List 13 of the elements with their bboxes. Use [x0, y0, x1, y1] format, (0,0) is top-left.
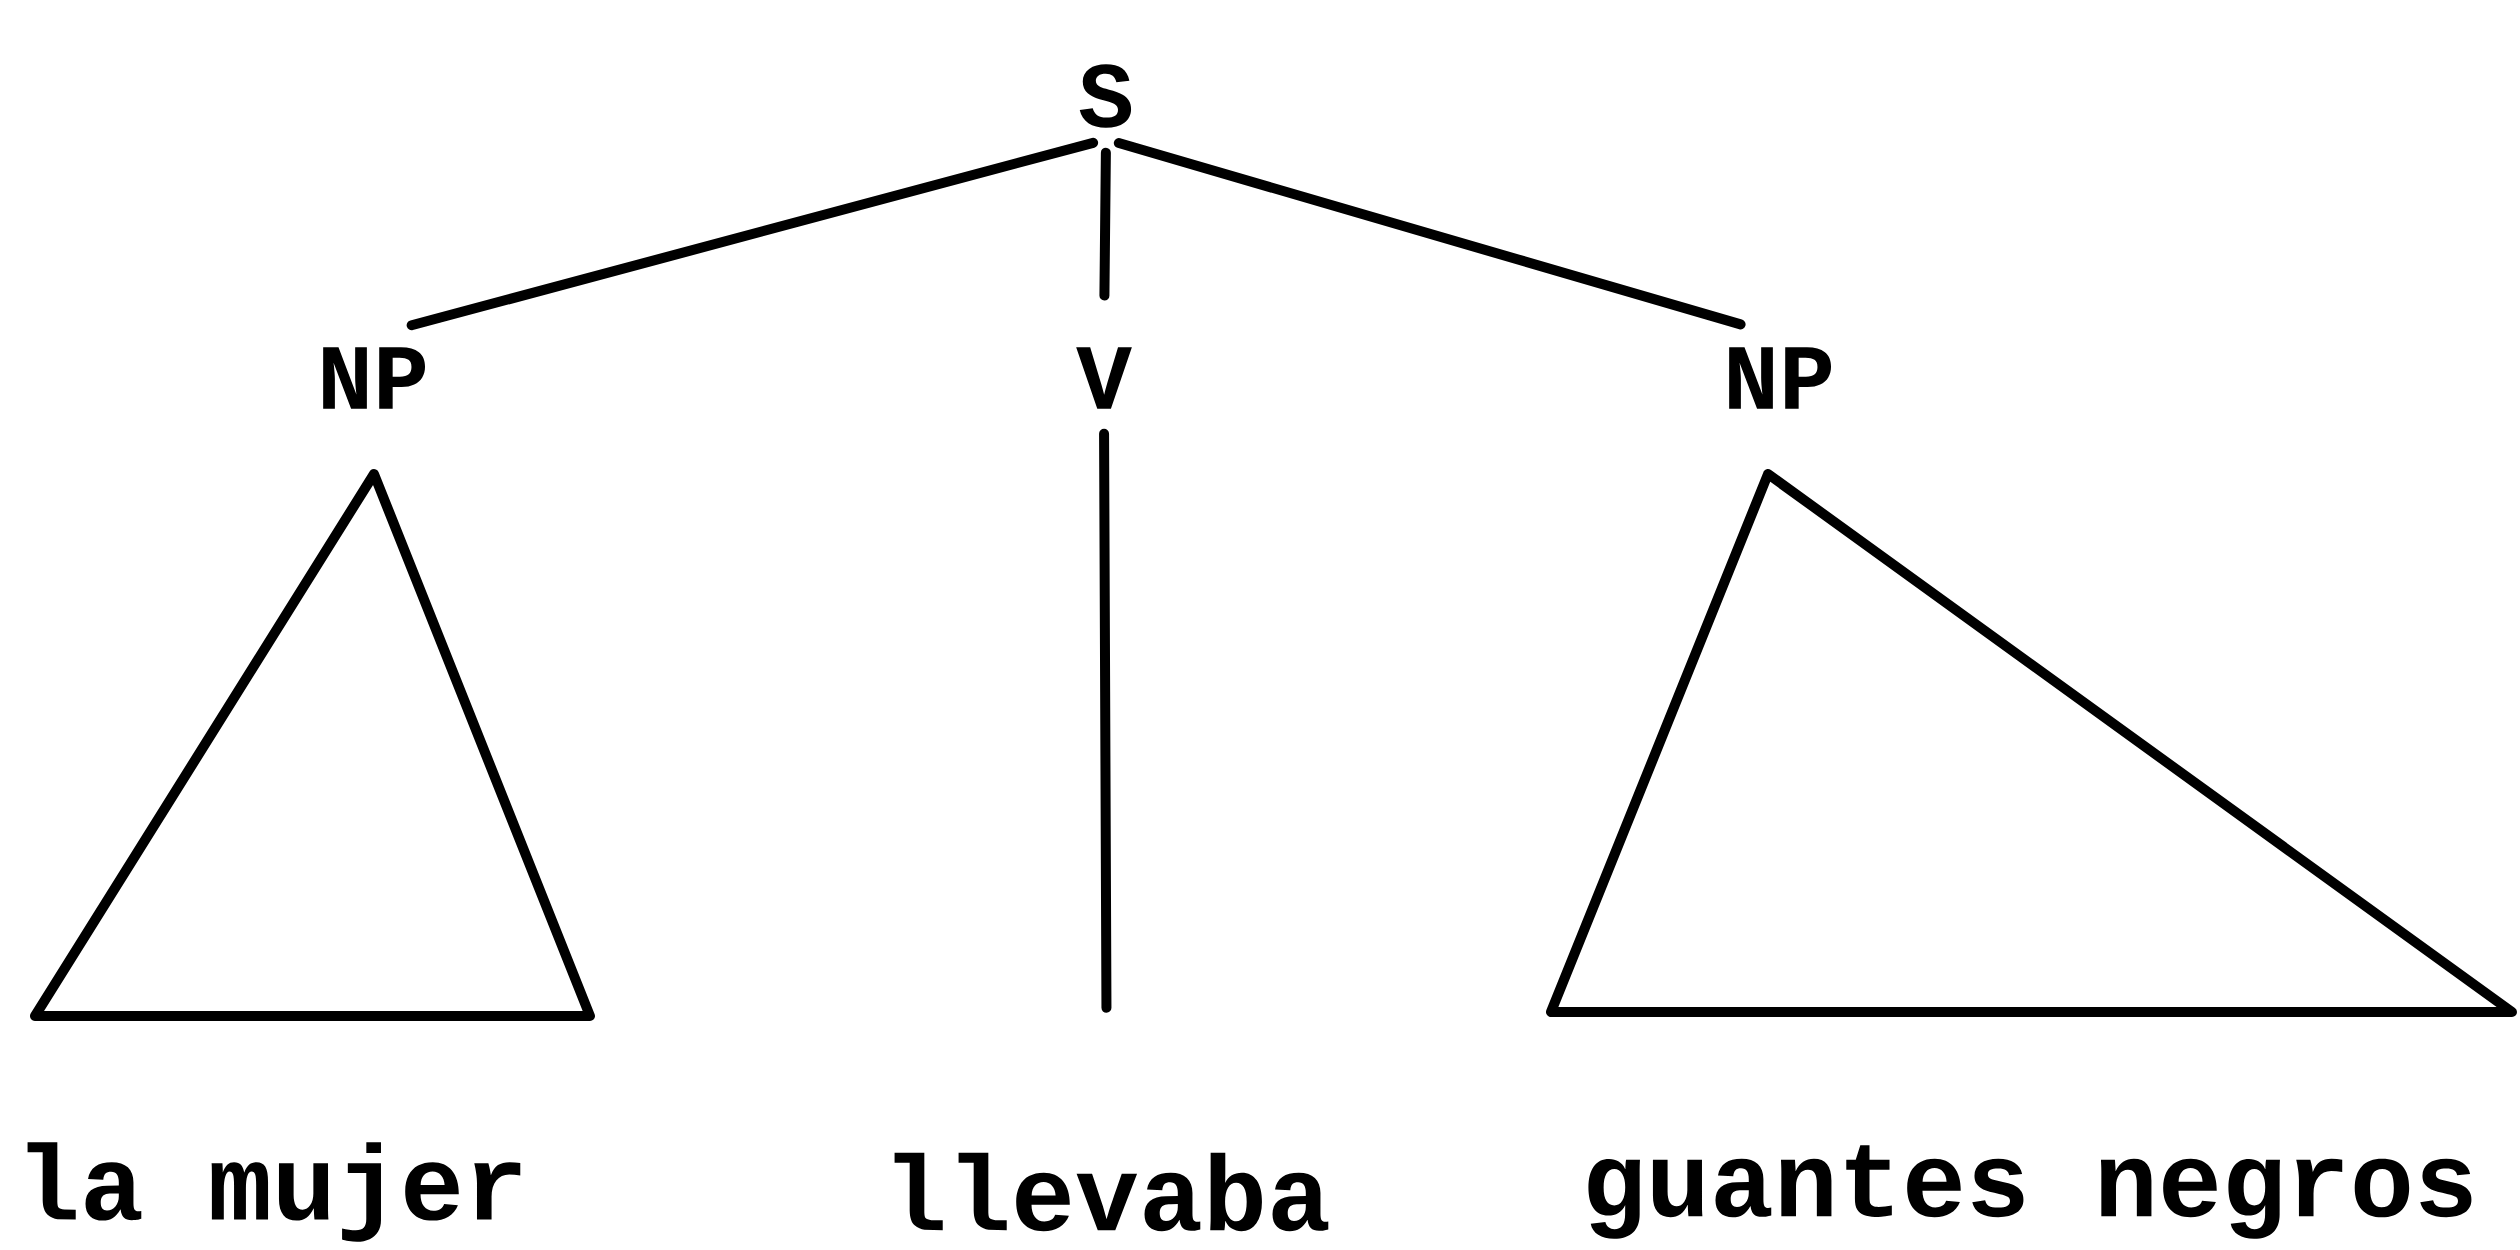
triangle	[1546, 469, 2517, 1017]
category-label: S	[1079, 64, 1132, 128]
tree-branch	[1113, 138, 1746, 330]
category-label: NP	[323, 347, 425, 409]
triangle	[30, 469, 595, 1021]
word-label: la mujer	[27, 1142, 521, 1242]
category-label: V	[1076, 347, 1132, 409]
tree-branch	[1099, 428, 1112, 1013]
category-label: NP	[1729, 347, 1831, 409]
word-label: llevaba	[894, 1152, 1329, 1232]
word-label: guantes negros	[1588, 1145, 2472, 1239]
tree-branch	[1099, 147, 1111, 301]
tree-branch	[406, 137, 1099, 331]
